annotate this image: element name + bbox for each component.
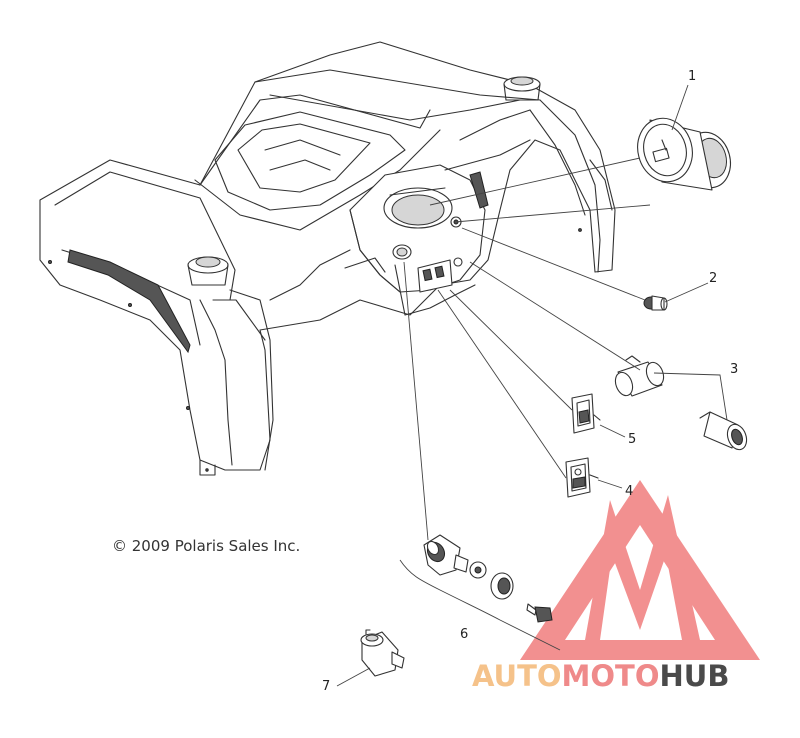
logo-triangle-mark: [520, 480, 760, 660]
callout-5: 5: [628, 432, 636, 447]
callout-4: 4: [625, 484, 633, 499]
dash-body: [39, 41, 616, 476]
callout-7: 7: [322, 679, 330, 694]
watermark-text: AUTOMOTOHUB: [472, 659, 729, 693]
callout-1: 1: [688, 69, 696, 84]
watermark-auto: AUTO: [472, 659, 562, 693]
part-7-connector: [360, 629, 405, 677]
part-2-indicator-button: [643, 295, 668, 311]
part-5-rocker-switch: [571, 393, 601, 434]
part-3-power-outlet: [614, 355, 748, 451]
part-4-rocker-switch: [565, 457, 599, 498]
watermark-hub: HUB: [660, 659, 730, 693]
automotohub-logo: [520, 480, 760, 660]
copyright-notice: © 2009 Polaris Sales Inc.: [112, 537, 300, 555]
callout-6: 6: [460, 627, 468, 642]
watermark-moto: MOTO: [562, 659, 660, 693]
part-6-ignition-switch-assembly: [399, 534, 561, 651]
leader-lines: [336, 84, 728, 687]
logo-m-stroke: [585, 495, 700, 640]
part-1-speedometer-gauge: [637, 117, 732, 191]
callout-2: 2: [709, 271, 717, 286]
callout-3: 3: [730, 362, 738, 377]
